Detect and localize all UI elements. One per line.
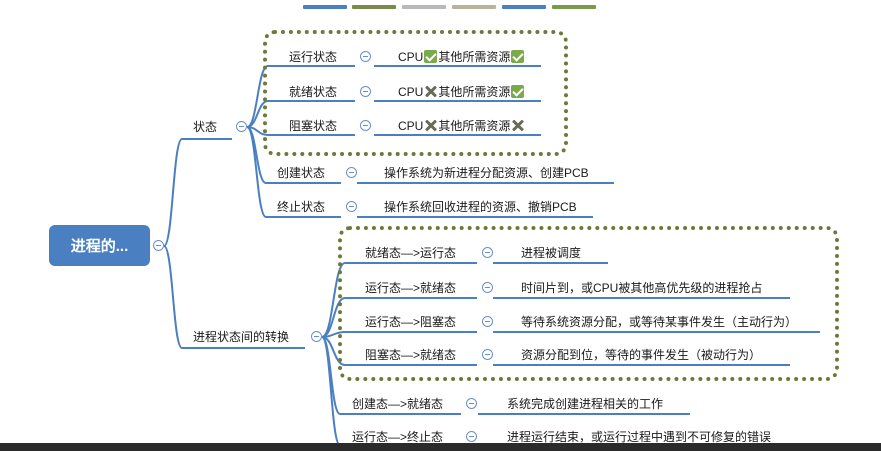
transitions-collapse-toggle[interactable]: [311, 331, 322, 342]
top-tab[interactable]: [402, 5, 446, 9]
transition-desc: 时间片到，或CPU被其他高优先级的进程抢占: [521, 281, 763, 295]
states-branch-label: 状态: [193, 120, 218, 134]
state-toggle[interactable]: [360, 120, 371, 131]
terminate-state-desc: 操作系统回收进程的资源、撤销PCB: [384, 200, 577, 214]
transition-name: 运行态—>终止态: [352, 430, 444, 444]
cpu-label: CPU: [398, 50, 424, 64]
top-tab[interactable]: [303, 5, 347, 9]
cpu-label: CPU: [398, 119, 424, 133]
top-tab[interactable]: [552, 5, 596, 9]
cross-icon: [424, 119, 437, 132]
transition-toggle[interactable]: [482, 247, 493, 258]
connector-line: [163, 138, 183, 247]
check-icon: [511, 85, 525, 98]
states-collapse-toggle[interactable]: [236, 121, 247, 132]
top-tab[interactable]: [352, 5, 396, 9]
cross-icon: [424, 85, 437, 98]
states-dotted-frame: [263, 30, 568, 156]
transition-name: 阻塞态—>就绪态: [365, 348, 457, 362]
state-resource-row: CPU 其他所需资源: [398, 85, 525, 99]
transition-desc: 系统完成创建进程相关的工作: [507, 397, 664, 411]
transition-name: 运行态—>就绪态: [365, 281, 457, 295]
state-name: 运行状态: [289, 50, 338, 64]
root-collapse-toggle[interactable]: [153, 240, 164, 251]
check-icon: [424, 50, 438, 63]
connector-line: [321, 336, 341, 446]
root-node[interactable]: 进程的...: [49, 225, 150, 266]
transition-name: 运行态—>阻塞态: [365, 315, 457, 329]
transition-name: 就绪态—>运行态: [365, 246, 457, 260]
check-icon: [511, 50, 525, 63]
terminate-state-label: 终止状态: [277, 200, 326, 214]
transition-name: 创建态—>就绪态: [352, 397, 444, 411]
transition-desc: 进程运行结束，或运行过程中遇到不可修复的错误: [507, 430, 772, 444]
state-toggle[interactable]: [360, 86, 371, 97]
transition-desc: 等待系统资源分配，或等待某事件发生（主动行为）: [521, 315, 798, 329]
create-state-label: 创建状态: [277, 166, 326, 180]
transitions-dotted-frame: [338, 226, 839, 381]
state-name: 就绪状态: [289, 85, 338, 99]
transitions-branch-label: 进程状态间的转换: [193, 330, 290, 344]
transition-desc: 进程被调度: [521, 246, 582, 260]
top-tab[interactable]: [502, 5, 546, 9]
bottom-bar: [0, 443, 881, 451]
transition-toggle[interactable]: [482, 316, 493, 327]
cpu-label: CPU: [398, 85, 424, 99]
resource-label: 其他所需资源: [438, 50, 511, 64]
root-node-label: 进程的...: [70, 238, 129, 255]
resource-label: 其他所需资源: [438, 85, 511, 99]
transition-desc: 资源分配到位，等待的事件发生（被动行为）: [521, 348, 762, 362]
connector-line: [246, 126, 267, 218]
top-tab[interactable]: [452, 5, 496, 9]
state-resource-row: CPU 其他所需资源: [398, 50, 525, 64]
transition-toggle[interactable]: [466, 398, 477, 409]
cross-icon: [511, 119, 524, 132]
create-state-desc: 操作系统为新进程分配资源、创建PCB: [384, 166, 589, 180]
create-state-toggle[interactable]: [346, 167, 357, 178]
transition-toggle[interactable]: [482, 349, 493, 360]
state-resource-row: CPU 其他所需资源: [398, 119, 525, 133]
terminate-state-toggle[interactable]: [346, 201, 357, 212]
state-toggle[interactable]: [360, 51, 371, 62]
transition-toggle[interactable]: [466, 431, 477, 442]
resource-label: 其他所需资源: [438, 119, 511, 133]
state-name: 阻塞状态: [289, 119, 338, 133]
connector-line: [163, 245, 183, 349]
transition-toggle[interactable]: [482, 282, 493, 293]
